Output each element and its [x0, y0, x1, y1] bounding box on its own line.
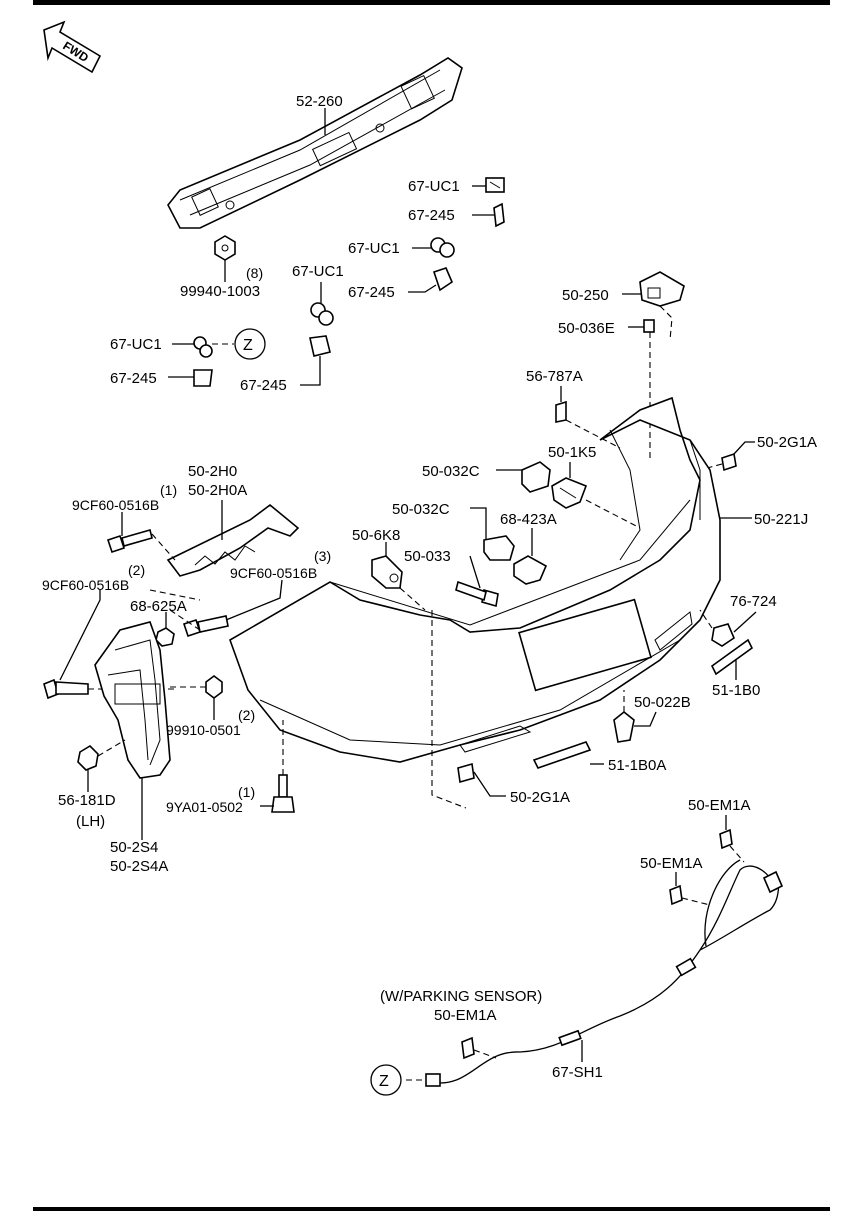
label-51-1b0a: 51-1B0A	[608, 757, 666, 774]
fwd-arrow-icon: FWD	[43, 20, 102, 74]
label-50-2g1a-a: 50-2G1A	[757, 434, 817, 451]
label-lh: (LH)	[76, 813, 105, 830]
label-50-2g1a-b: 50-2G1A	[510, 789, 570, 806]
label-z-ref-2: Z	[379, 1073, 389, 1090]
screw-9cf60-left-icon	[43, 678, 89, 700]
label-w-parking-sensor: (W/PARKING SENSOR)	[380, 988, 542, 1005]
bracket-68-423a-icon	[513, 555, 548, 585]
clip-50-022b-icon	[613, 710, 635, 743]
clip-50-036e-icon	[643, 319, 655, 333]
label-56-787a: 56-787A	[526, 368, 583, 385]
nut-68-625a-icon	[155, 627, 175, 647]
label-50-2s4: 50-2S4	[110, 839, 158, 856]
label-67-sh1: 67-SH1	[552, 1064, 603, 1081]
label-67-uc1-c: 67-UC1	[292, 263, 344, 280]
top-border-rule	[33, 0, 830, 5]
nut-99910-icon	[205, 675, 223, 699]
connector-ref-z-circle-2	[370, 1064, 402, 1096]
clip-50-em1a-top-icon	[719, 828, 733, 850]
clip-67-245-mid-icon	[432, 267, 453, 292]
cap-50-6k8-icon	[371, 555, 403, 589]
label-50-6k8: 50-6K8	[352, 527, 400, 544]
label-50-036e: 50-036E	[558, 320, 615, 337]
clip-67-245-z-icon	[193, 369, 213, 387]
label-51-1b0: 51-1B0	[712, 682, 760, 699]
screw-50-033-icon	[455, 580, 499, 608]
retainer-50-032c-top-icon	[521, 461, 551, 493]
bracket-50-250-icon	[639, 271, 685, 307]
rear-bumper-cover-icon	[229, 396, 721, 763]
bracket-50-1k5-icon	[551, 477, 588, 509]
label-67-245-a: 67-245	[408, 207, 455, 224]
label-76-724: 76-724	[730, 593, 777, 610]
label-9ya01-0502: 9YA01-0502	[166, 799, 243, 815]
tape-50-2g1a-right-icon	[721, 452, 737, 472]
clip-56-787a-icon	[555, 400, 567, 423]
label-99910-0501: 99910-0501	[166, 722, 241, 738]
screw-9cf60-upper-icon	[106, 529, 153, 554]
label-67-245-d: 67-245	[240, 377, 287, 394]
parking-sensor-harness-icon	[425, 859, 784, 1087]
reflector-51-1b0a-icon	[532, 741, 592, 769]
label-qty-1-a: (1)	[160, 482, 177, 498]
label-52-260: 52-260	[296, 93, 343, 110]
clip-67-uc1-left-icon	[310, 302, 334, 326]
label-50-022b: 50-022B	[634, 694, 691, 711]
side-bracket-50-2s4-icon	[94, 621, 171, 779]
clip-67-uc1-mid-icon	[430, 237, 455, 258]
clip-67-245-top-icon	[493, 202, 505, 228]
label-67-245-b: 67-245	[348, 284, 395, 301]
label-50-032c-a: 50-032C	[422, 463, 480, 480]
bracket-50-2h0-icon	[166, 503, 300, 577]
label-50-2h0a: 50-2H0A	[188, 482, 247, 499]
reflector-51-1b0-icon	[710, 638, 754, 676]
bottom-border-rule	[33, 1207, 830, 1211]
label-68-423a: 68-423A	[500, 511, 557, 528]
hex-nut-icon	[214, 235, 236, 261]
label-67-uc1-a: 67-UC1	[408, 178, 460, 195]
retainer-50-032c-mid-icon	[483, 535, 515, 561]
clip-67-uc1-top-icon	[485, 177, 505, 193]
label-50-2s4a: 50-2S4A	[110, 858, 168, 875]
bolt-9ya01-icon	[271, 774, 295, 813]
label-9cf60-b: 9CF60-0516B	[230, 565, 317, 581]
label-50-1k5: 50-1K5	[548, 444, 596, 461]
label-50-221j: 50-221J	[754, 511, 808, 528]
label-qty-3: (3)	[314, 548, 331, 564]
fastener-56-181d-icon	[77, 744, 99, 771]
label-99940-1003: 99940-1003	[180, 283, 260, 300]
label-50-2h0: 50-2H0	[188, 463, 237, 480]
label-67-245-c: 67-245	[110, 370, 157, 387]
label-9cf60-a: 9CF60-0516B	[72, 497, 159, 513]
label-qty-2-b: (2)	[238, 707, 255, 723]
label-z-ref-1: Z	[243, 337, 253, 354]
label-9cf60-c: 9CF60-0516B	[42, 577, 129, 593]
label-68-625a: 68-625A	[130, 598, 187, 615]
clip-67-245-left-icon	[309, 335, 331, 357]
tape-50-2g1a-bottom-icon	[457, 762, 475, 784]
screw-9cf60-mid-icon	[182, 615, 229, 638]
label-50-250: 50-250	[562, 287, 609, 304]
bumper-reinforcement-beam-icon	[167, 57, 463, 229]
clip-50-em1a-mid-icon	[669, 884, 683, 906]
clip-76-724-icon	[711, 623, 735, 647]
label-qty-2-a: (2)	[128, 562, 145, 578]
label-67-uc1-d: 67-UC1	[110, 336, 162, 353]
label-50-033: 50-033	[404, 548, 451, 565]
label-qty-8: (8)	[246, 265, 263, 281]
clip-67-uc1-z-icon	[193, 336, 213, 358]
label-qty-1-b: (1)	[238, 784, 255, 800]
label-50-em1a-c: 50-EM1A	[434, 1007, 497, 1024]
clip-50-em1a-bottom-icon	[461, 1036, 475, 1060]
label-50-em1a-a: 50-EM1A	[688, 797, 751, 814]
connector-ref-z-circle	[234, 328, 266, 360]
label-50-em1a-b: 50-EM1A	[640, 855, 703, 872]
label-67-uc1-b: 67-UC1	[348, 240, 400, 257]
label-56-181d: 56-181D	[58, 792, 116, 809]
label-50-032c-b: 50-032C	[392, 501, 450, 518]
